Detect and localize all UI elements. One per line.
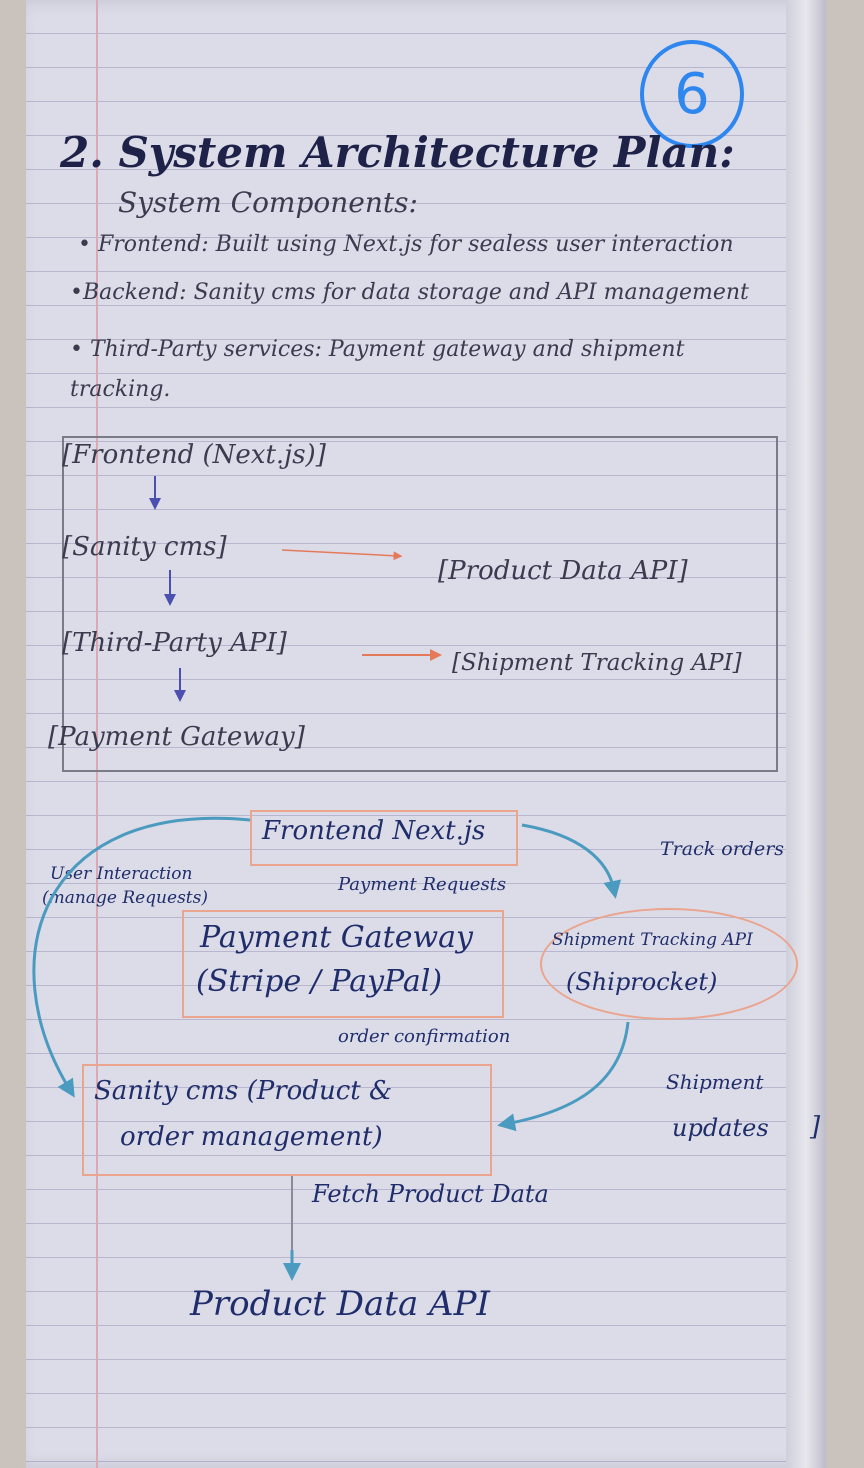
flow2-sanity-box	[82, 1064, 492, 1176]
arrow-sanity-product-api	[281, 549, 403, 561]
flow2-fetch: Fetch Product Data	[312, 1180, 549, 1208]
arrow-frontend-sanity-curve	[32, 816, 251, 1098]
flow2-shipment-api: Shipment Tracking API	[552, 930, 753, 950]
page-number: 6	[674, 61, 710, 127]
flow2-manage-requests: (manage Requests)	[42, 888, 208, 908]
flow1-frontend: [Frontend (Next.js)]	[62, 440, 326, 470]
margin-line	[96, 0, 98, 1468]
flow2-payment-box	[182, 910, 504, 1018]
flow1-shipment-api: [Shipment Tracking API]	[452, 650, 742, 676]
page-number-circle: 6	[640, 40, 744, 148]
flow1-product-api: [Product Data API]	[438, 556, 688, 586]
flow1-third-party: [Third-Party API]	[62, 628, 287, 658]
flow1-sanity: [Sanity cms]	[62, 532, 227, 562]
flow2-shipment-updates-2: updates	[672, 1114, 769, 1142]
flow2-payment-requests: Payment Requests	[338, 874, 507, 895]
components-heading: System Components:	[118, 186, 418, 219]
flow2-shipment-ellipse	[540, 908, 798, 1020]
bullet-backend: •Backend: Sanity cms for data storage an…	[70, 280, 749, 305]
flow2-payment-sub: (Stripe / PayPal)	[196, 964, 443, 999]
bullet-third-party: • Third-Party services: Payment gateway …	[70, 337, 685, 402]
arrow-frontend-shipment-curve	[521, 823, 622, 899]
flow2-sanity-line1: Sanity cms (Product &	[94, 1076, 393, 1106]
flow2-bracket: ]	[810, 1112, 821, 1142]
flow2-frontend: Frontend Next.js	[262, 816, 486, 846]
flow2-sanity-line2: order management)	[120, 1122, 383, 1152]
arrow-shipment-sanity-curve	[497, 1021, 630, 1132]
flow2-product-api: Product Data API	[190, 1284, 490, 1324]
flow2-track-orders: Track orders	[660, 838, 785, 860]
page-edge	[786, 0, 826, 1468]
flow2-order-confirmation: order confirmation	[338, 1026, 511, 1047]
flow2-shipment-updates-1: Shipment	[666, 1070, 764, 1094]
flow1-payment: [Payment Gateway]	[48, 722, 305, 752]
bullet-frontend: • Frontend: Built using Next.js for seal…	[78, 232, 734, 257]
flow1-frame	[62, 436, 778, 772]
flow2-payment-gateway: Payment Gateway	[200, 920, 473, 955]
flow2-frontend-box	[250, 810, 518, 866]
page-title: 2. System Architecture Plan:	[60, 128, 735, 177]
flow2-user-interaction: User Interaction	[50, 864, 193, 884]
notebook-page	[26, 0, 826, 1468]
flow1-down-arrows	[149, 476, 186, 702]
flow2-shipment-sub: (Shiprocket)	[566, 968, 718, 996]
